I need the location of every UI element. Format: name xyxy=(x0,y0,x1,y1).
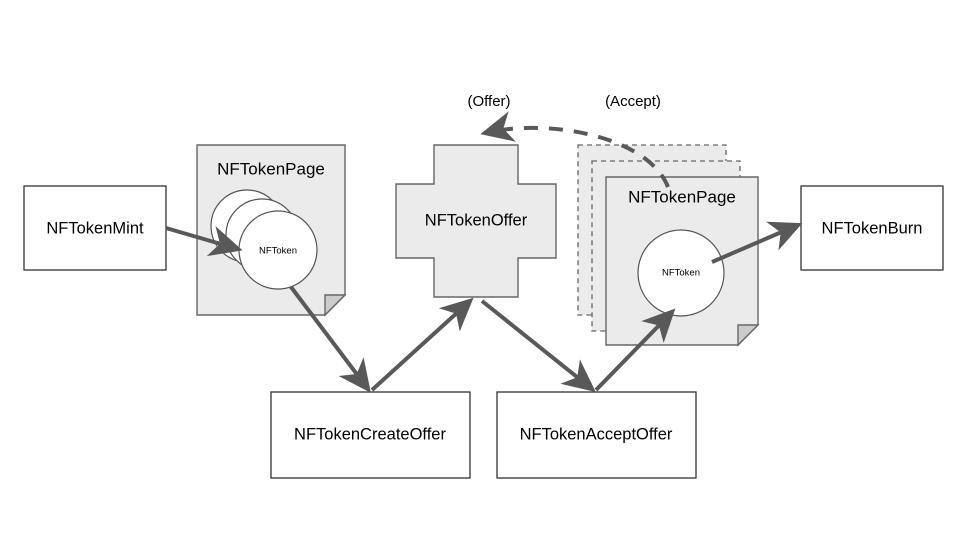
node-nftokenacceptoffer[interactable]: NFTokenAcceptOffer xyxy=(496,391,697,479)
nftoken-circle-label-right: NFToken xyxy=(662,268,700,279)
node-nftokenpage-left[interactable]: NFTokenPage NFToken xyxy=(196,144,347,317)
node-label-nftokencreateoffer: NFTokenCreateOffer xyxy=(294,425,446,443)
edge-offer-to-acceptoffer xyxy=(480,299,596,392)
edge-mint-to-page xyxy=(165,226,243,257)
edge-offer-accept-dashed xyxy=(480,111,670,188)
node-label-nftokenpage-right: NFTokenPage xyxy=(628,187,736,206)
edge-label-accept: (Accept) xyxy=(605,93,661,110)
node-label-nftokenacceptoffer: NFTokenAcceptOffer xyxy=(520,425,673,443)
edge-page-to-createoffer xyxy=(289,285,371,393)
rect-nftokenmint xyxy=(23,185,167,271)
node-label-nftokenmint: NFTokenMint xyxy=(46,219,144,237)
edge-acceptoffer-to-page xyxy=(594,308,676,392)
rect-nftokenburn xyxy=(800,185,944,271)
document-fold-corner-right xyxy=(737,324,760,347)
node-nftokencreateoffer[interactable]: NFTokenCreateOffer xyxy=(270,391,471,479)
node-label-nftokenoffer: NFTokenOffer xyxy=(425,211,528,229)
rect-nftokenacceptoffer xyxy=(496,391,697,479)
nftoken-circle-right[interactable] xyxy=(637,229,725,317)
edge-createoffer-to-offer xyxy=(370,297,474,392)
edge-label-offer: (Offer) xyxy=(467,93,510,110)
node-label-nftokenpage-left: NFTokenPage xyxy=(217,159,325,178)
cross-shape xyxy=(395,144,557,298)
node-nftokenoffer[interactable]: NFTokenOffer xyxy=(395,144,557,298)
node-nftokenmint[interactable]: NFTokenMint xyxy=(23,185,167,271)
edge-page-to-burn xyxy=(711,221,803,264)
rect-nftokencreateoffer xyxy=(270,391,471,479)
node-nftokenburn[interactable]: NFTokenBurn xyxy=(800,185,944,271)
nftoken-circle-label-left: NFToken xyxy=(259,246,297,257)
node-label-nftokenburn: NFTokenBurn xyxy=(822,219,923,237)
edges-layer xyxy=(165,111,803,393)
node-nftokenpage-right[interactable]: NFTokenPage NFTokenPage NFTokenPage NFTo… xyxy=(577,144,760,347)
document-fold-corner xyxy=(324,294,347,317)
